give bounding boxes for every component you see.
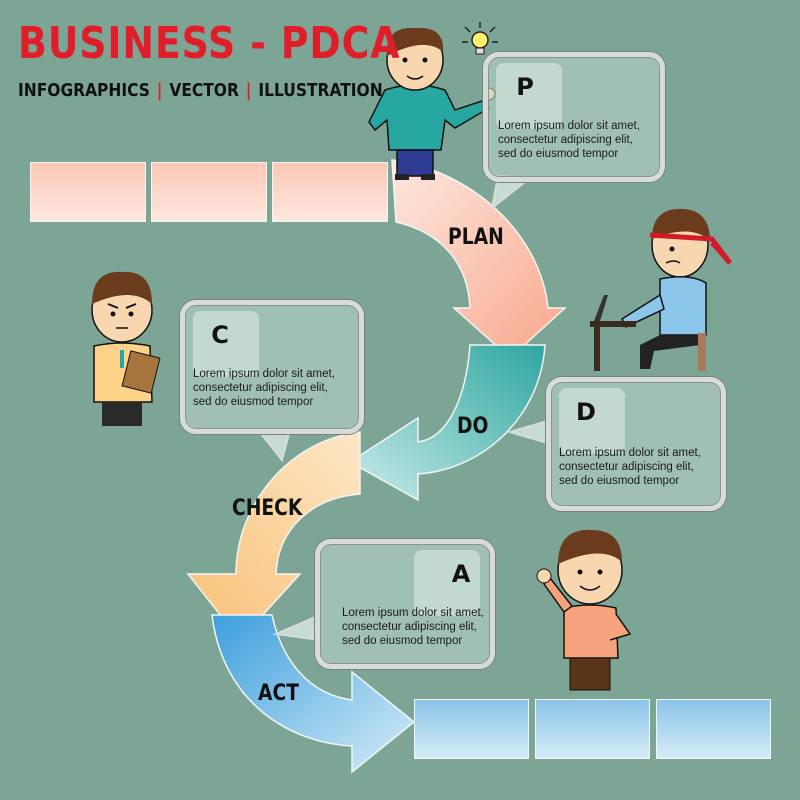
bubble-d-tail [506, 418, 552, 446]
subtitle-infographics: INFOGRAPHICS [18, 80, 150, 101]
bubble-c-tail [255, 429, 292, 463]
subtitle-separator: | [156, 80, 163, 101]
bubble-a-tail [272, 613, 321, 642]
bubble-text-a: Lorem ipsum dolor sit amet, consectetur … [342, 607, 484, 647]
bubble-check: C Lorem ipsum dolor sit amet, consectetu… [180, 300, 364, 434]
bubble-do: D Lorem ipsum dolor sit amet, consectetu… [546, 377, 726, 511]
bubble-letter-c: C [211, 321, 229, 349]
subtitle-illustration: ILLUSTRATION [258, 80, 383, 101]
act-output-box [414, 699, 529, 759]
bubble-plan: P Lorem ipsum dolor sit amet, consectetu… [483, 52, 665, 182]
plan-input-box [30, 162, 146, 222]
subtitle-vector: VECTOR [169, 80, 239, 101]
bubble-text-p: Lorem ipsum dolor sit amet, consectetur … [498, 120, 640, 160]
subtitle-separator: | [245, 80, 252, 101]
page-subtitle: INFOGRAPHICS | VECTOR | ILLUSTRATION [18, 80, 383, 101]
stage-label-act: ACT [258, 681, 299, 706]
do-arrow [348, 344, 546, 502]
bubble-letter-d: D [576, 398, 596, 426]
check-arrow [186, 431, 361, 642]
plan-input-box [151, 162, 267, 222]
bubble-letter-a: A [451, 560, 471, 588]
man-at-laptop-icon [590, 208, 732, 371]
bubble-text-c: Lorem ipsum dolor sit amet, consectetur … [193, 368, 335, 408]
bubble-act: A Lorem ipsum dolor sit amet, consectetu… [315, 539, 495, 669]
act-arrow [211, 614, 416, 774]
lightbulb-icon [462, 22, 498, 55]
plan-input-box [272, 162, 388, 222]
man-with-clipboard-icon [91, 271, 161, 426]
act-output-box [535, 699, 650, 759]
bubble-letter-box [559, 388, 625, 454]
act-output-box [656, 699, 771, 759]
stage-label-do: DO [457, 414, 489, 439]
bubble-letter-box [414, 550, 480, 616]
bubble-letter-box [496, 63, 562, 129]
man-pointing-icon [368, 27, 496, 180]
plan-arrow [391, 159, 567, 360]
bubble-letter-box [193, 311, 259, 377]
page-title: BUSINESS - PDCA [18, 18, 401, 69]
man-waving-icon [536, 529, 632, 691]
stage-label-plan: PLAN [448, 225, 504, 250]
bubble-letter-p: P [516, 73, 534, 101]
stage-label-check: CHECK [232, 496, 303, 521]
bubble-text-d: Lorem ipsum dolor sit amet, consectetur … [559, 447, 701, 487]
